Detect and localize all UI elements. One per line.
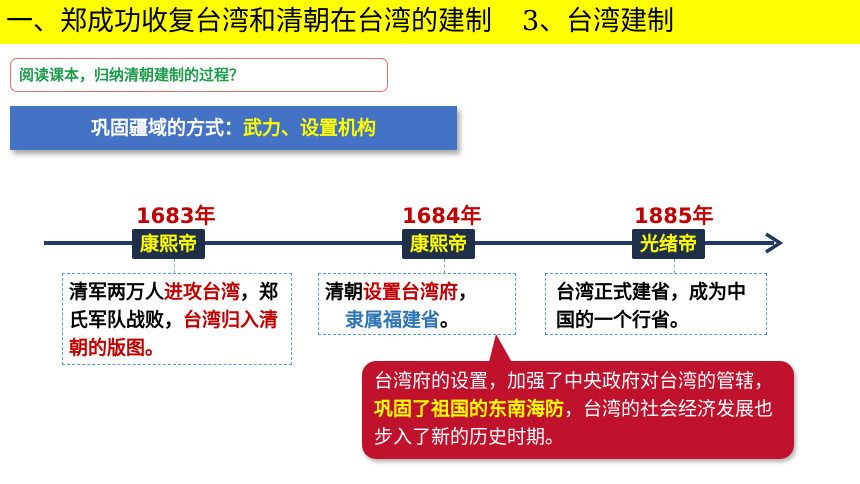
subsection-title: 3、台湾建制 bbox=[522, 6, 675, 37]
summary-callout: 台湾府的设置，加强了中央政府对台湾的管辖， 巩固了祖国的东南海防，台湾的社会经济发… bbox=[362, 361, 794, 459]
timeline-connector bbox=[674, 259, 675, 273]
page-title: 一、郑成功收复台湾和清朝在台湾的建制 3、台湾建制 bbox=[0, 0, 860, 44]
emperor-badge-guangxu: 光绪帝 bbox=[632, 229, 706, 259]
reading-task-box: 阅读课本，归纳清朝建制的过程？ bbox=[10, 58, 388, 92]
method-label: 巩固疆域的方式： bbox=[90, 117, 243, 139]
event-text: 台湾正式建省，成为中国的一个行省。 bbox=[556, 281, 747, 331]
callout-pointer bbox=[488, 334, 514, 366]
event-text: 清朝 bbox=[325, 281, 364, 303]
callout-text: ，台湾的社会经济发展也步入了新的历史时期。 bbox=[374, 398, 774, 448]
event-text: 清军两万人 bbox=[69, 281, 165, 303]
event-box-1684: 清朝设置台湾府， 隶属福建省。 bbox=[318, 273, 516, 335]
event-text: ，郑氏军队战败， bbox=[69, 281, 279, 331]
method-banner: 巩固疆域的方式：武力、设置机构 bbox=[10, 106, 457, 150]
section-title: 一、郑成功收复台湾和清朝在台湾的建制 bbox=[6, 6, 492, 37]
method-value: 武力、设置机构 bbox=[243, 117, 377, 139]
arrow-right-icon bbox=[765, 232, 784, 254]
year-label-1684: 1684年 bbox=[402, 204, 482, 228]
event-highlight: 隶属福建省 bbox=[345, 309, 441, 331]
callout-text: 台湾府的设置，加强了中央政府对台湾的管辖， bbox=[374, 370, 774, 392]
reading-task-text: 阅读课本，归纳清朝建制的过程？ bbox=[19, 66, 245, 84]
event-highlight: 进攻台湾 bbox=[164, 281, 241, 303]
event-highlight: 设置台湾府 bbox=[363, 281, 459, 303]
emperor-badge-kangxi-2: 康熙帝 bbox=[402, 229, 476, 259]
event-box-1683: 清军两万人进攻台湾，郑氏军队战败，台湾归入清朝的版图。 bbox=[62, 273, 292, 365]
year-label-1885: 1885年 bbox=[634, 204, 714, 228]
timeline-connector bbox=[444, 259, 445, 273]
event-highlight: 台湾归入清朝的版图。 bbox=[69, 309, 279, 359]
year-label-1683: 1683年 bbox=[136, 204, 216, 228]
event-text: 。 bbox=[440, 309, 460, 331]
callout-highlight: 巩固了祖国的东南海防 bbox=[374, 398, 565, 420]
event-box-1885: 台湾正式建省，成为中国的一个行省。 bbox=[545, 273, 767, 335]
emperor-badge-kangxi-1: 康熙帝 bbox=[132, 229, 206, 259]
timeline-connector bbox=[174, 259, 175, 273]
event-text: ， bbox=[458, 281, 478, 303]
